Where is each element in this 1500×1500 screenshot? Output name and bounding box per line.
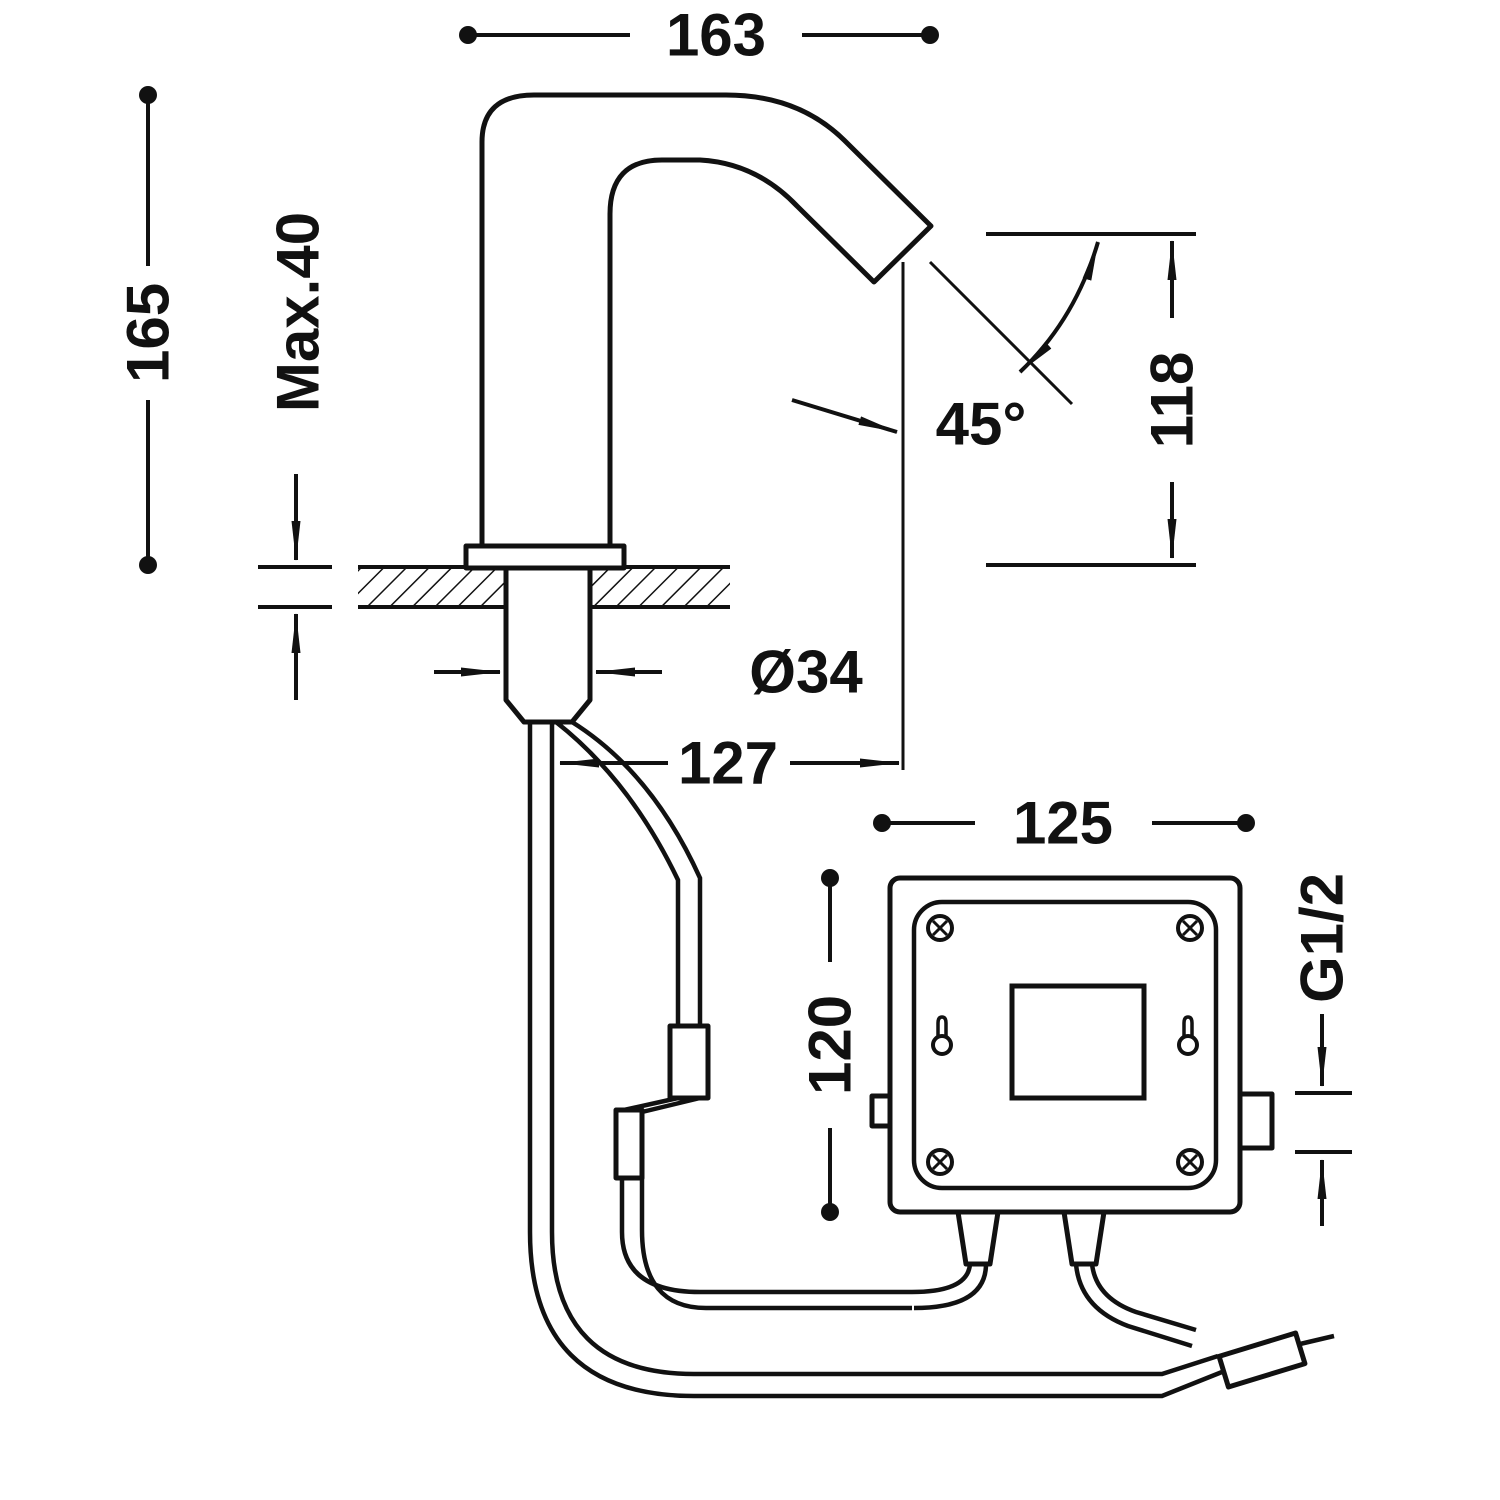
dim-label-shank-diameter: Ø34 [749,639,863,706]
angle-arc [1018,241,1100,374]
box-tube-right-b [1089,1263,1197,1333]
fitting-left [955,1209,1001,1267]
dimension-control-box-width: 125 [873,790,1255,857]
dimension-faucet-height: 165 [115,86,182,574]
spout-outline [479,92,934,559]
left-tab [869,1093,893,1129]
dimension-spout-outlet-height: 118 [986,232,1206,567]
supply-hose-outer-line [527,722,1223,1399]
cable-line-a [554,720,681,1026]
box-tube-left-b [913,1263,989,1311]
spout-axis-extension [928,260,1074,406]
keyhole-slots [931,1015,1199,1056]
dim-label-connection-thread: G1/2 [1289,873,1356,1003]
inline-connector-2 [613,1107,645,1181]
dim-label-spout-outlet-height: 118 [1139,352,1206,449]
cable-jog-b [641,1095,701,1115]
cable-line-b [570,720,703,1026]
dimension-control-box-height: 120 [797,869,864,1221]
faucet-shank [503,567,593,725]
inline-connector-1 [667,1023,711,1101]
box-tube-left-a [911,1263,973,1295]
keyhole-icon [1177,1015,1199,1056]
sensor-window [1009,983,1147,1101]
dim-label-control-box-width: 125 [1013,790,1113,857]
dim-label-spout-reach: 163 [666,2,766,69]
dim-label-control-box-height: 120 [797,995,864,1095]
hose-end-tail [1299,1333,1335,1347]
corner-screws [926,914,1204,1176]
screw-icon [926,1148,954,1176]
screw-icon [1176,914,1204,942]
dimension-spout-reach: 163 [459,2,939,69]
dim-label-faucet-height: 165 [115,283,182,383]
supply-hose-inner-line [549,722,1219,1377]
dim-label-max-deck-thickness: Max.40 [265,212,332,412]
shank-outline [503,567,593,725]
hose-end-connector [1216,1330,1308,1390]
dimension-outlet-projection: 127 [559,730,900,797]
supply-hose [527,722,1335,1399]
dimension-max-deck-thickness: Max.40 [258,212,332,700]
sensor-cable [554,720,912,1311]
control-box-inner-plate [911,899,1219,1191]
cable-lower-a [619,1178,912,1295]
dimension-connection-thread: G1/2 [1289,873,1356,1226]
cable-lower-b [639,1178,912,1311]
angle-leader-arrow [791,398,898,434]
right-outlet-tab [1237,1091,1275,1151]
control-box [869,875,1275,1349]
faucet-spout [463,92,934,571]
dim-label-outlet-projection: 127 [678,730,778,797]
dimension-spout-angle: 45° [791,241,1100,458]
screw-icon [926,914,954,942]
shank-body [506,567,590,722]
box-bottom-fittings [911,1209,1197,1349]
fitting-right [1061,1209,1107,1267]
dim-label-spout-angle: 45° [936,391,1027,458]
screw-icon [1176,1148,1204,1176]
base-flange [463,543,627,571]
box-tube-right-a [1073,1263,1193,1349]
dimension-shank-diameter: Ø34 [434,639,863,706]
keyhole-icon [931,1015,953,1056]
